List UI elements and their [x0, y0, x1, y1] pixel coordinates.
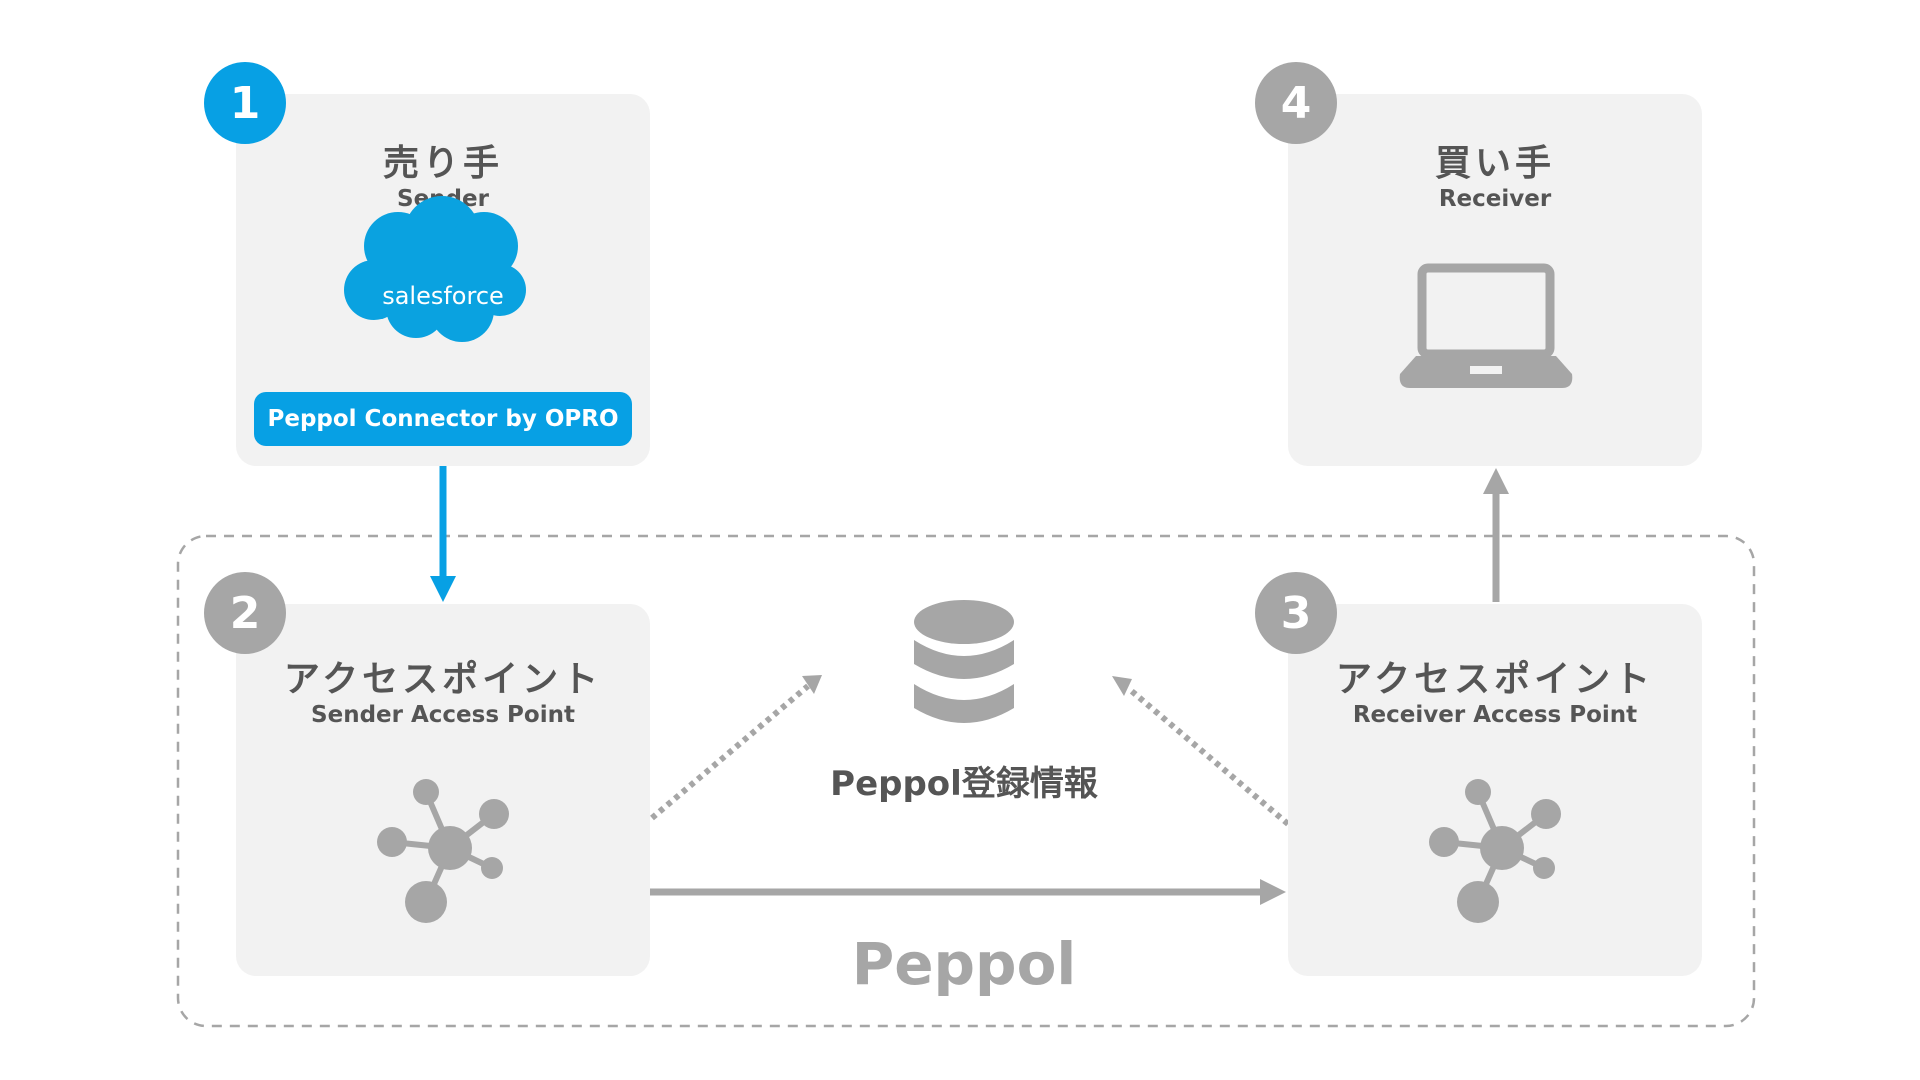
peppol-network-region — [176, 534, 1756, 1028]
step-badge-2: 2 — [204, 572, 286, 654]
sender-box: 売り手 Sender salesforce Peppol Connector b… — [236, 94, 650, 466]
receiver-title: 買い手 — [1434, 143, 1555, 184]
sender-ap-subtitle: Sender Access Point — [311, 702, 575, 728]
peppol-connector-badge[interactable]: Peppol Connector by OPRO — [254, 392, 632, 446]
receiver-subtitle: Receiver — [1438, 186, 1552, 212]
dotted-arrow-left-head — [802, 675, 822, 694]
sender-access-point-box: アクセスポイント Sender Access Point — [236, 604, 650, 976]
network-hub-icon — [1429, 779, 1561, 923]
dotted-arrow-right — [1126, 685, 1290, 827]
peppol-network-label: Peppol — [851, 930, 1077, 998]
receiver-access-point-box: アクセスポイント Receiver Access Point — [1288, 604, 1702, 976]
database-icon — [914, 600, 1014, 723]
sender-title: 売り手 — [382, 143, 503, 184]
receiver-ap-subtitle: Receiver Access Point — [1352, 702, 1638, 728]
step-badge-3: 3 — [1255, 572, 1337, 654]
step-badge-1: 1 — [204, 62, 286, 144]
network-hub-icon — [377, 779, 509, 923]
step-badge-4: 4 — [1255, 62, 1337, 144]
receiver-box: 買い手 Receiver — [1288, 94, 1702, 466]
arrow-ap-to-receiver-head — [1483, 468, 1509, 494]
arrow-ap-to-ap-head — [1260, 879, 1286, 905]
laptop-icon — [1399, 263, 1573, 388]
receiver-ap-title: アクセスポイント — [1335, 659, 1655, 700]
arrow-sender-to-ap-head — [430, 576, 456, 602]
sender-ap-title: アクセスポイント — [283, 659, 603, 700]
dotted-arrow-left — [650, 683, 810, 821]
dotted-arrow-right-head — [1112, 676, 1132, 696]
salesforce-logo-text: salesforce — [382, 282, 504, 310]
registry-label: Peppol登録情報 — [830, 764, 1098, 804]
salesforce-logo — [344, 196, 526, 342]
